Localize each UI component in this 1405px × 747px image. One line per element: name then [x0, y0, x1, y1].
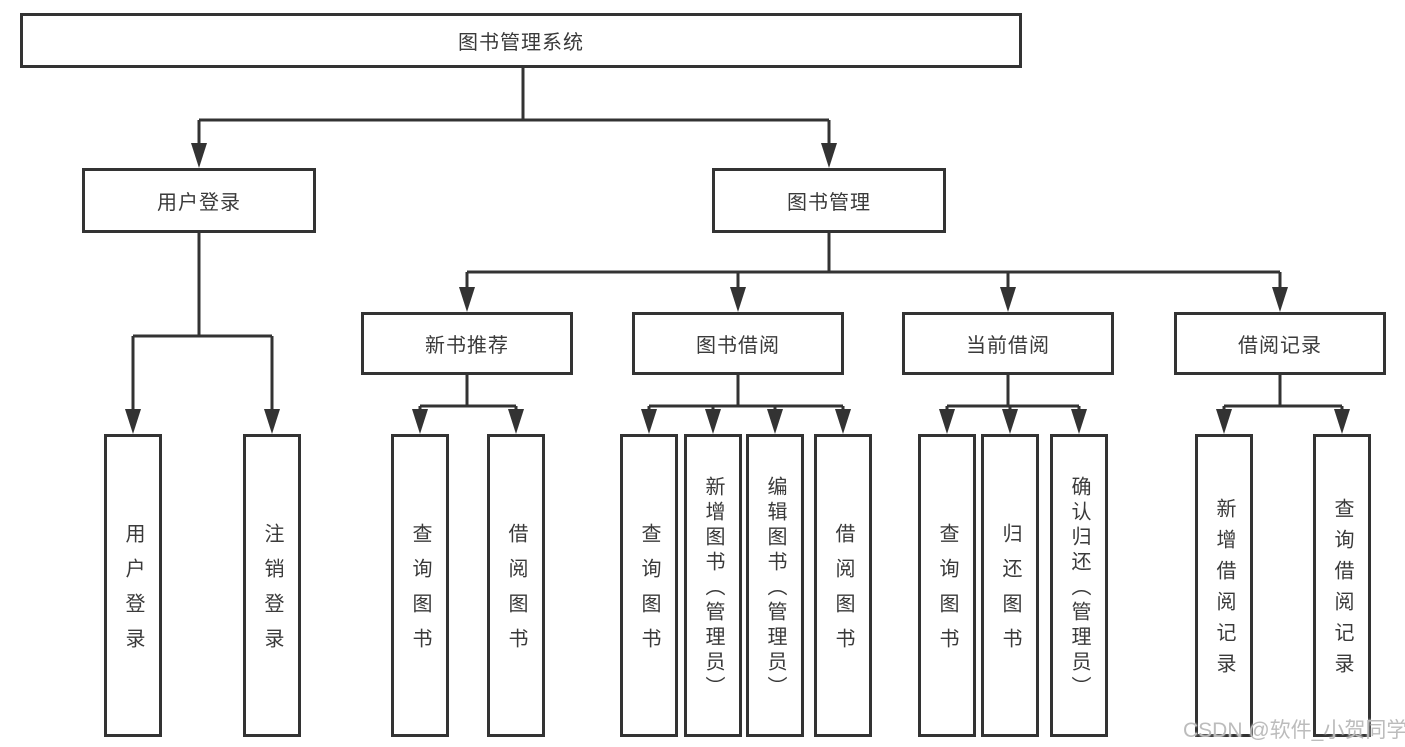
connector-current-borrowing-children [945, 375, 1081, 412]
leaf-add-borrowing-record: 新增借阅记录 [1195, 434, 1253, 737]
arrowhead-down-icon [412, 409, 428, 434]
leaf-edit-books-admin: 编辑图书（管理员） [746, 434, 804, 737]
arrowhead-down-icon [459, 287, 475, 312]
leaf-user-login: 用户登录 [104, 434, 162, 737]
node-new-book-recommendation: 新书推荐 [361, 312, 573, 375]
node-book-management: 图书管理 [712, 168, 946, 233]
arrowhead-down-icon [1334, 409, 1350, 434]
arrowhead-down-icon [939, 409, 955, 434]
arrowhead-down-icon [1000, 287, 1016, 312]
leaf-borrow-books-borrowing: 借阅图书 [814, 434, 872, 737]
leaf-logout: 注销登录 [243, 434, 301, 737]
connector-root-to-level2 [197, 68, 831, 145]
arrowhead-down-icon [641, 409, 657, 434]
leaf-borrow-books-recommend: 借阅图书 [487, 434, 545, 737]
connector-book-borrowing-children [647, 375, 845, 412]
leaf-return-books: 归还图书 [981, 434, 1039, 737]
leaf-search-borrowing-record: 查询借阅记录 [1313, 434, 1371, 737]
arrowhead-down-icon [821, 143, 837, 168]
node-current-borrowing: 当前借阅 [902, 312, 1114, 375]
connector-new-book-recommendation-children [418, 375, 518, 412]
leaf-add-books-admin: 新增图书（管理员） [684, 434, 742, 737]
arrowhead-down-icon [1071, 409, 1087, 434]
arrowhead-down-icon [1216, 409, 1232, 434]
arrowhead-down-icon [264, 409, 280, 434]
connector-borrowing-records-children [1222, 375, 1344, 412]
node-user-login: 用户登录 [82, 168, 316, 233]
arrowhead-down-icon [705, 409, 721, 434]
csdn-watermark: CSDN @软件_小贺同学 [1183, 719, 1405, 742]
arrowhead-down-icon [191, 143, 207, 168]
connector-book-management-children [465, 233, 1282, 289]
leaf-search-books-borrowing: 查询图书 [620, 434, 678, 737]
arrowhead-down-icon [1272, 287, 1288, 312]
arrowhead-down-icon [835, 409, 851, 434]
arrowhead-down-icon [125, 409, 141, 434]
leaf-search-books-current: 查询图书 [918, 434, 976, 737]
arrowhead-down-icon [508, 409, 524, 434]
leaf-search-books-recommend: 查询图书 [391, 434, 449, 737]
arrowhead-down-icon [730, 287, 746, 312]
arrowhead-down-icon [767, 409, 783, 434]
node-library-management-system: 图书管理系统 [20, 13, 1022, 68]
node-borrowing-records: 借阅记录 [1174, 312, 1386, 375]
leaf-confirm-return-admin: 确认归还（管理员） [1050, 434, 1108, 737]
node-book-borrowing: 图书借阅 [632, 312, 844, 375]
arrowhead-down-icon [1002, 409, 1018, 434]
connector-user-login-children [131, 233, 274, 411]
